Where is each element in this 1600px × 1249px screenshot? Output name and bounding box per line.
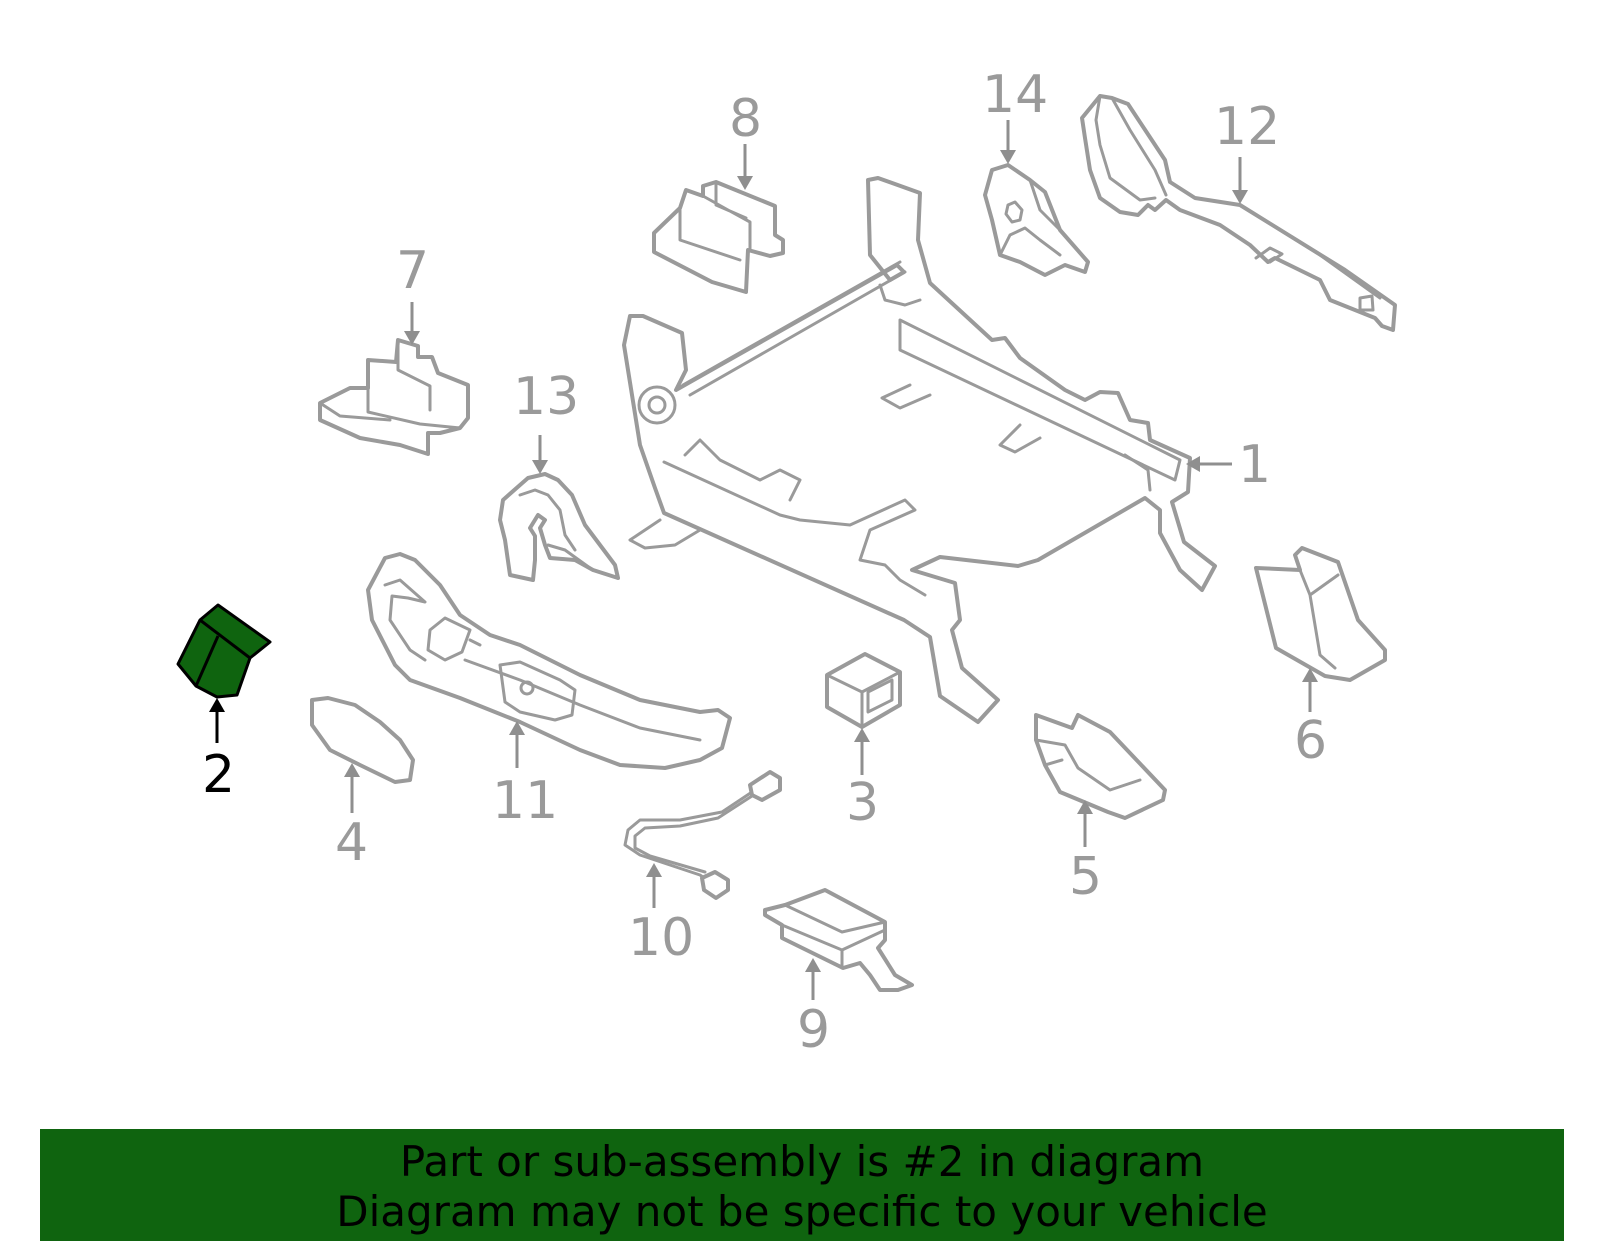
callout-9: 9 (797, 958, 830, 1060)
part-6-side-cover[interactable] (1254, 546, 1387, 682)
callout-6: 6 (1294, 668, 1327, 771)
part-9-module[interactable] (763, 888, 914, 992)
callout-8: 8 (729, 89, 762, 190)
callout-11: 11 (492, 721, 558, 831)
callout-1: 1 (1186, 435, 1271, 495)
banner-line-disclaimer: Diagram may not be specific to your vehi… (336, 1187, 1268, 1236)
callout-3: 3 (846, 728, 879, 833)
part-4-oval-cover[interactable] (310, 696, 415, 784)
callout-5-label: 5 (1069, 847, 1102, 907)
part-5-bracket[interactable] (1034, 713, 1167, 820)
callout-10: 10 (628, 863, 694, 968)
callout-4-label: 4 (335, 813, 368, 873)
part-3-block[interactable] (825, 652, 902, 729)
callout-2-label: 2 (202, 745, 235, 805)
callout-10-label: 10 (628, 908, 694, 968)
callout-2: 2 (202, 698, 235, 805)
part-1-seat-frame[interactable] (622, 176, 1217, 724)
callout-14: 14 (982, 65, 1048, 164)
callout-1-label: 1 (1238, 435, 1271, 495)
callout-7: 7 (396, 241, 429, 345)
callout-9-label: 9 (797, 1000, 830, 1060)
callout-3-label: 3 (846, 773, 879, 833)
part-14-small-bracket[interactable] (983, 163, 1090, 277)
part-13-hook-bracket[interactable] (498, 472, 620, 582)
highlight-info-banner: Part or sub-assembly is #2 in diagram Di… (40, 1129, 1564, 1241)
part-12-rail-cover[interactable] (1080, 94, 1397, 332)
part-7-bracket[interactable] (318, 338, 470, 456)
callout-6-label: 6 (1294, 711, 1327, 771)
callout-5: 5 (1069, 800, 1102, 907)
part-10-wire-harness[interactable] (623, 770, 782, 900)
callout-8-label: 8 (729, 89, 762, 149)
banner-line-part-number: Part or sub-assembly is #2 in diagram (399, 1137, 1205, 1186)
callout-14-label: 14 (982, 65, 1048, 125)
callout-13: 13 (513, 367, 579, 474)
callout-13-label: 13 (513, 367, 579, 427)
part-8-bracket[interactable] (652, 180, 785, 294)
callout-12: 12 (1214, 97, 1280, 204)
callout-12-label: 12 (1214, 97, 1280, 157)
callout-7-label: 7 (396, 241, 429, 301)
part-2-cover-highlighted[interactable] (176, 603, 272, 699)
callout-4: 4 (335, 763, 368, 873)
callout-11-label: 11 (492, 771, 558, 831)
part-11-side-shield[interactable] (366, 552, 732, 770)
